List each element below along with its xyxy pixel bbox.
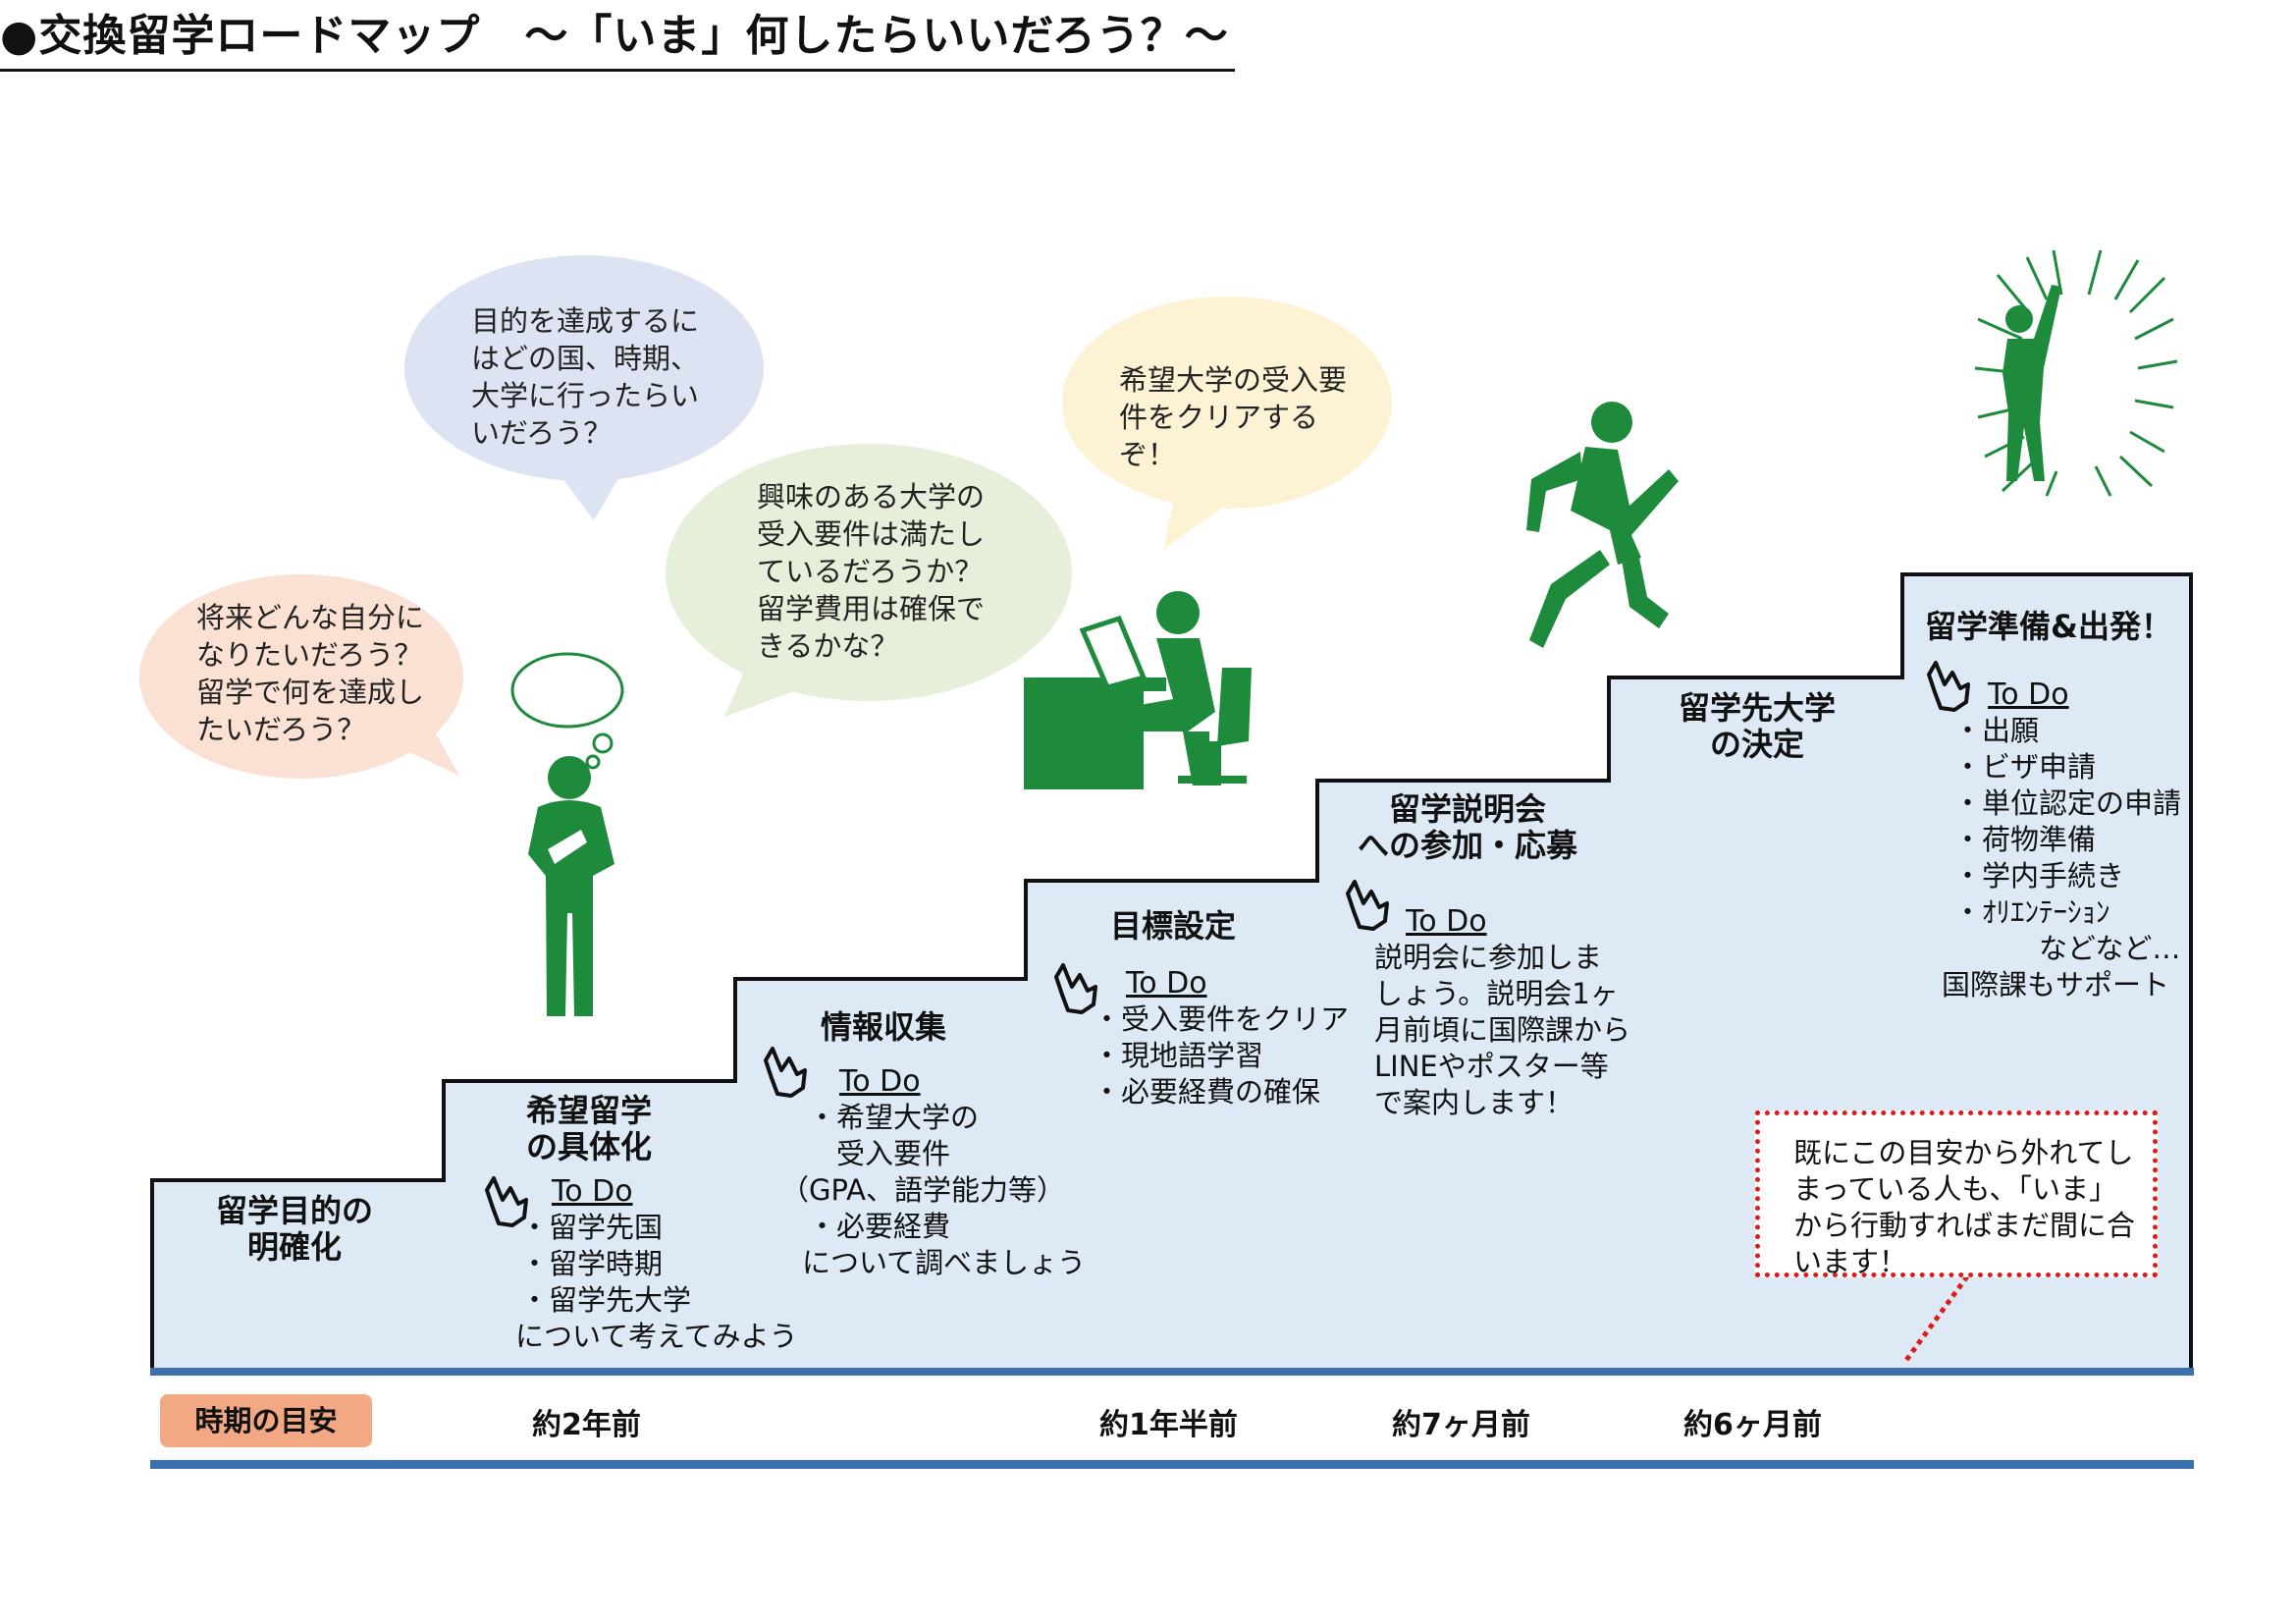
running-person-icon xyxy=(1526,402,1679,648)
bubble-goal-text: 目的を達成するにはどの国、時期、 大学に行ったらいいだろう？ xyxy=(471,304,700,450)
step-5-title: 留学説明会への参加・応募 xyxy=(1357,790,1577,864)
step-5-todo: To Do 説明会に参加しま しょう。説明会1ヶ 月前頃に国際課から LINEや… xyxy=(1374,904,1631,1119)
step-7-title: 留学準備&出発！ xyxy=(1925,608,2172,645)
step-3-title: 情報収集 xyxy=(820,1008,946,1046)
step-1-title: 留学目的の明確化 xyxy=(215,1192,373,1266)
timeline-top-line xyxy=(150,1368,2194,1376)
step-4-title: 目標設定 xyxy=(1109,907,1236,945)
step-2-title: 希望留学の具体化 xyxy=(525,1092,652,1165)
step-7-todo: To Do ・出願 ・ビザ申請 ・単位認定の申請 ・荷物準備 ・学内手続き ・ｵ… xyxy=(1942,677,2182,1001)
bubble-clear xyxy=(1062,297,1392,550)
page-title: ●交換留学ロードマップ ～「いま」何したらいいだろう？～ xyxy=(0,0,1235,72)
step-3-todo: To Do ・希望大学の 受入要件 （GPA、語学能力等） ・必要経費 について… xyxy=(780,1064,1087,1279)
note-box: 既にこの目安から外れてしまっている人も、「いま」 から行動すればまだ間に合います… xyxy=(1755,1110,2158,1278)
bubble-clear-text: 希望大学の受入要件をクリアする ぞ！ xyxy=(1119,363,1348,471)
time-label-1-5y: 約1年半前 xyxy=(1099,1408,1238,1442)
step-4-todo: To Do ・受入要件をクリア ・現地語学習 ・必要経費の確保 xyxy=(1093,966,1350,1109)
time-label-7m: 約7ヶ月前 xyxy=(1392,1408,1530,1442)
step-6-title: 留学先大学の決定 xyxy=(1678,689,1836,763)
timeline-bottom-line xyxy=(150,1460,2194,1469)
period-badge: 時期の目安 xyxy=(160,1394,372,1447)
bubble-future xyxy=(139,574,463,779)
bubble-future-text: 将来どんな自分になりたいだろう？ 留学で何を達成したいだろう？ xyxy=(196,601,425,746)
time-label-2y: 約2年前 xyxy=(532,1408,641,1442)
thinking-person-icon xyxy=(510,652,624,1016)
bubble-requirements-text: 興味のある大学の受入要件は満たし ているだろうか？留学費用は確保で きるかな？ xyxy=(757,480,986,663)
staircase xyxy=(150,572,2193,1373)
desk-worker-icon xyxy=(1024,591,1252,789)
step-2-todo: To Do ・留学先国 ・留学時期 ・留学先大学 について考えてみよう xyxy=(515,1174,798,1353)
bubble-requirements xyxy=(666,444,1072,717)
bubble-goal xyxy=(404,255,764,520)
pointing-hand-icon xyxy=(485,661,1970,1227)
note-pointer xyxy=(1901,1274,1970,1365)
time-label-6m: 約6ヶ月前 xyxy=(1683,1408,1822,1442)
celebrating-person-icon xyxy=(1974,249,2178,497)
